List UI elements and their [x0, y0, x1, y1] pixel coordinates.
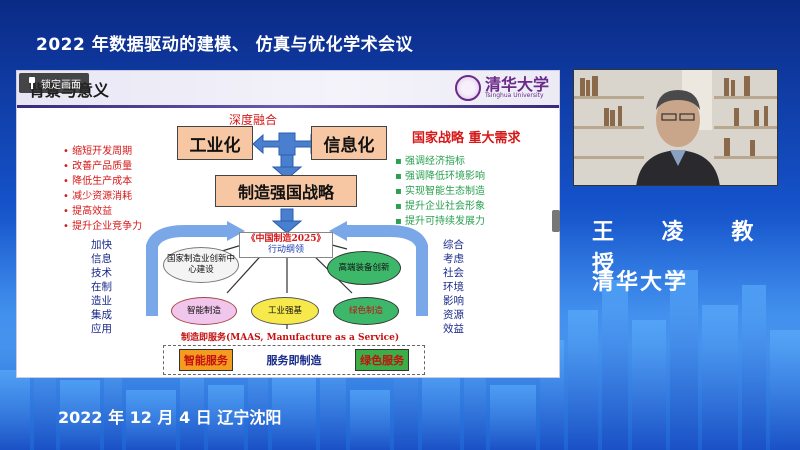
lock-screen-button[interactable]: 锁定画面	[19, 73, 89, 93]
made-in-china-subtitle: 行动纲领	[267, 245, 304, 255]
left-benefits-list: • 缩短开发周期 • 改善产品质量 • 降低生产成本 • 减少资源消耗 • 提高…	[63, 144, 142, 234]
informatization-box: 信息化	[311, 126, 387, 160]
service-as-manufacturing-tag: 服务即制造	[266, 354, 322, 367]
deep-integration-label: 深度融合	[229, 113, 278, 127]
university-name-en: Tsinghua University	[484, 92, 544, 99]
slide-header-rule	[17, 105, 559, 108]
list-item: • 提升企业竞争力	[63, 221, 143, 232]
national-strategy-label: 国家战略 重大需求	[412, 131, 521, 146]
list-item: • 改善产品质量	[63, 161, 133, 172]
speaker-name: 王 凌 教授	[592, 220, 774, 277]
list-item: • 提高效益	[63, 206, 113, 217]
list-item: • 降低生产成本	[63, 176, 133, 187]
green-manufacturing-oval: 绿色制造	[333, 297, 399, 325]
smart-manufacturing-oval: 智能制造	[171, 297, 237, 325]
list-item: • 缩短开发周期	[63, 146, 133, 157]
innovation-center-oval: 国家制造业创新中心建设	[163, 247, 239, 283]
university-name-cn: 清华大学	[484, 75, 549, 94]
speaker-video-frame	[574, 70, 777, 185]
city-skyline-decoration	[0, 270, 800, 450]
smart-service-tag: 智能服务	[178, 349, 233, 371]
maas-label: 制造即服务(MAAS, Manufacture as a Service)	[181, 333, 400, 343]
industrialization-box: 工业化	[177, 126, 253, 160]
right-vertical-text: 综合 考虑 社会 环境 影响 资源 效益	[443, 239, 464, 335]
list-item: ▪ 强调降低环境影响	[395, 171, 485, 182]
list-item: ▪ 提升企业社会形象	[395, 201, 485, 212]
lock-screen-label: 锁定画面	[41, 79, 81, 91]
list-item: ▪ 提升可持续发展力	[395, 216, 485, 227]
list-item: ▪ 实现智能生态制造	[395, 186, 485, 197]
list-item: ▪ 强调经济指标	[395, 156, 465, 167]
made-in-china-title: 《中国制造2025》	[246, 234, 326, 244]
university-logo: 清华大学 Tsinghua University	[454, 75, 549, 101]
high-end-equipment-oval: 高端装备创新	[327, 251, 401, 285]
industrial-foundation-oval: 工业强基	[251, 297, 319, 325]
conference-date-location: 2022 年 12 月 4 日 辽宁沈阳	[58, 408, 282, 427]
right-benefits-list: ▪ 强调经济指标 ▪ 强调降低环境影响 ▪ 实现智能生态制造 ▪ 提升企业社会形…	[395, 154, 485, 229]
pin-icon	[27, 77, 37, 89]
green-service-tag: 绿色服务	[355, 349, 410, 371]
presentation-slide: 背景与意义 锁定画面 清华大学 Tsinghua University	[16, 70, 560, 378]
speaker-video[interactable]	[573, 69, 778, 186]
conference-title: 2022 年数据驱动的建模、 仿真与优化学术会议	[36, 35, 414, 55]
manufacturing-power-strategy-box: 制造强国战略	[215, 175, 357, 207]
services-box: 智能服务 服务即制造 绿色服务	[163, 345, 425, 375]
made-in-china-2025-box: 《中国制造2025》 行动纲领	[239, 232, 333, 258]
speaker-organization: 清华大学	[592, 270, 689, 295]
diagram-arrows	[146, 132, 428, 329]
university-seal-icon	[454, 75, 481, 101]
slide-scroll-handle[interactable]	[552, 210, 560, 232]
left-vertical-text: 加快 信息 技术 在制 造业 集成 应用	[91, 239, 112, 335]
list-item: • 减少资源消耗	[63, 191, 133, 202]
